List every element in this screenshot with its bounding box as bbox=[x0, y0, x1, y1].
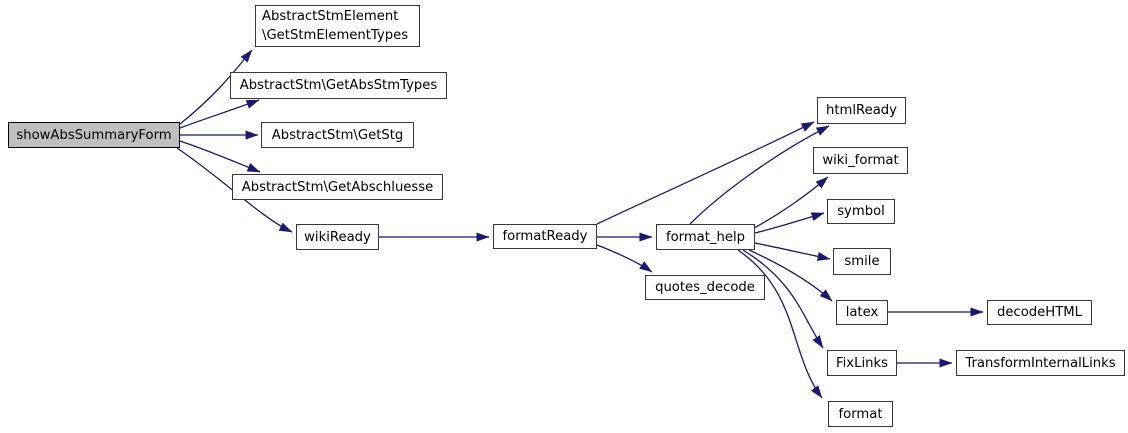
graph-node-GetAbsStmTypes[interactable]: AbstractStm\GetAbsStmTypes bbox=[230, 72, 447, 99]
graph-node-GetAbschluesse[interactable]: AbstractStm\GetAbschluesse bbox=[232, 174, 443, 200]
graph-node-symbol[interactable]: symbol bbox=[827, 199, 895, 224]
edge-format_help-to-symbol bbox=[754, 212, 825, 234]
graph-node-latex[interactable]: latex bbox=[836, 300, 888, 325]
graph-node-decodeHTML[interactable]: decodeHTML bbox=[987, 300, 1092, 325]
graph-node-quotes_decode[interactable]: quotes_decode bbox=[645, 275, 765, 300]
graph-node-GetStg[interactable]: AbstractStm\GetStg bbox=[261, 122, 414, 148]
edge-format_help-to-htmlReady bbox=[689, 125, 830, 225]
edge-format_help-to-wiki_format bbox=[753, 176, 829, 229]
graph-node-format_help[interactable]: format_help bbox=[656, 224, 755, 250]
graph-node-FixLinks[interactable]: FixLinks bbox=[827, 350, 897, 376]
graph-node-showAbsSummaryForm[interactable]: showAbsSummaryForm bbox=[8, 122, 180, 148]
graph-node-wikiReady[interactable]: wikiReady bbox=[296, 224, 379, 250]
edge-formatReady-to-htmlReady bbox=[596, 121, 815, 225]
graph-node-htmlReady[interactable]: htmlReady bbox=[817, 97, 906, 124]
edge-showAbsSummaryForm-to-GetStmElementTypes bbox=[179, 49, 253, 125]
edge-format_help-to-FixLinks bbox=[742, 249, 824, 349]
edge-showAbsSummaryForm-to-GetAbsStmTypes bbox=[179, 99, 260, 129]
graph-node-wiki_format[interactable]: wiki_format bbox=[813, 147, 908, 174]
graph-node-smile[interactable]: smile bbox=[833, 248, 891, 275]
edge-format_help-to-latex bbox=[748, 249, 833, 302]
edge-format_help-to-format bbox=[737, 249, 823, 399]
graph-node-formatReady[interactable]: formatReady bbox=[493, 224, 597, 249]
edge-format_help-to-smile bbox=[754, 242, 831, 261]
edge-formatReady-to-quotes_decode bbox=[596, 244, 653, 273]
edge-showAbsSummaryForm-to-GetAbschluesse bbox=[179, 140, 261, 173]
graph-node-GetStmElementTypes[interactable]: AbstractStmElement \GetStmElementTypes bbox=[255, 5, 420, 47]
graph-node-format[interactable]: format bbox=[828, 401, 893, 427]
graph-node-TransformInternalLinks[interactable]: TransformInternalLinks bbox=[956, 350, 1125, 376]
